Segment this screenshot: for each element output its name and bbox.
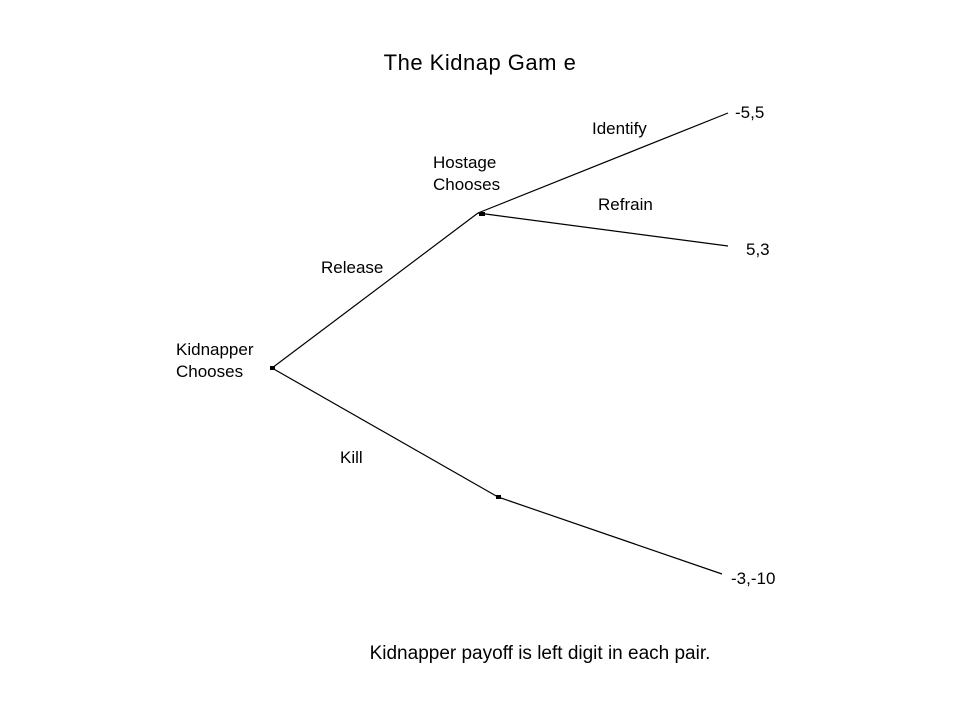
kill-branch <box>271 367 499 498</box>
kill-node <box>496 495 501 499</box>
release-branch <box>271 212 479 369</box>
kidnapper-label-line1: Kidnapper <box>176 340 254 359</box>
payoff-kill: -3,-10 <box>731 569 776 588</box>
hostage-node-label: Hostage Chooses <box>433 152 500 196</box>
payoff-note: Kidnapper payoff is left digit in each p… <box>369 643 711 664</box>
payoff-refrain: 5,3 <box>746 240 770 259</box>
refrain-label: Refrain <box>598 195 653 214</box>
payoff-identify: -5,5 <box>735 103 765 122</box>
release-label: Release <box>321 258 384 277</box>
identify-label: Identify <box>592 119 647 138</box>
hostage-label-line2: Chooses <box>433 175 501 194</box>
diagram-title: The Kidnap Gam e <box>383 50 577 75</box>
refrain-branch <box>477 212 729 247</box>
kidnapper-node-label: Kidnapper Chooses <box>176 339 254 383</box>
hostage-label-line1: Hostage <box>433 153 497 172</box>
kidnapper-node <box>270 366 275 370</box>
identify-branch <box>477 112 729 214</box>
kill-continuation <box>497 496 723 575</box>
hostage-node <box>479 212 485 216</box>
kill-label: Kill <box>340 448 363 467</box>
kidnapper-label-line2: Chooses <box>176 362 244 381</box>
